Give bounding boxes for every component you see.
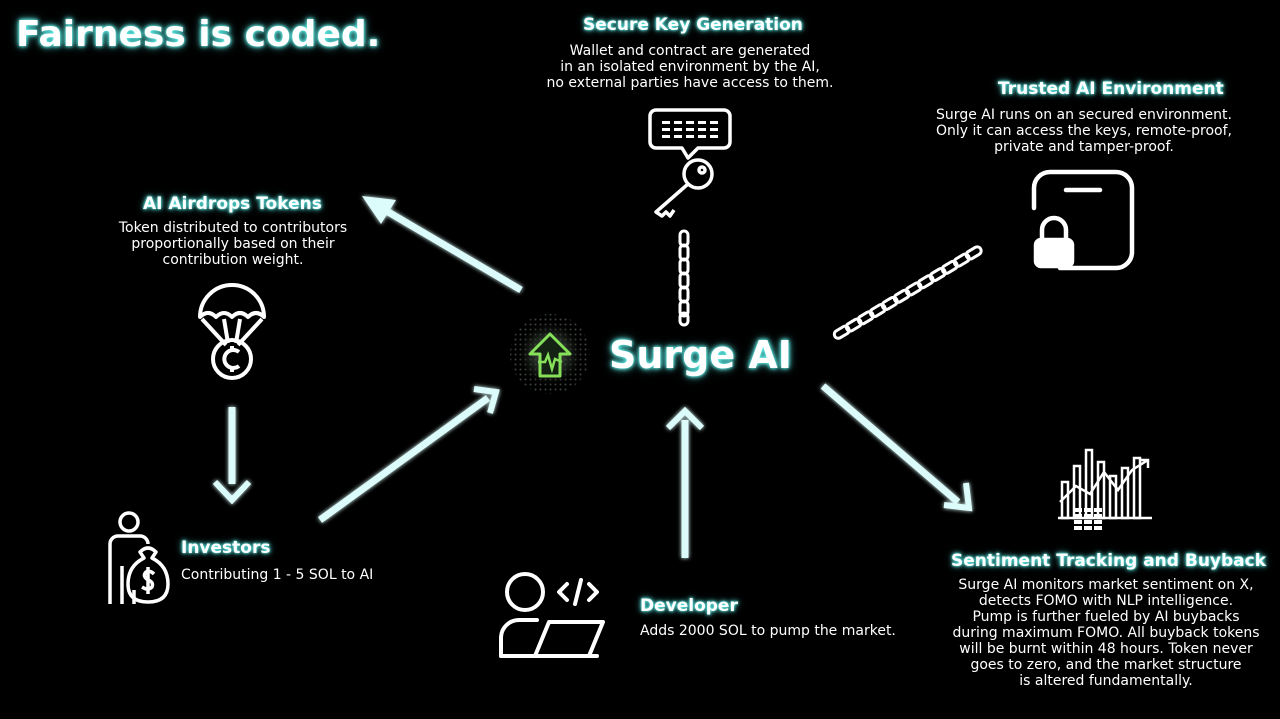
- desc-line: Surge AI monitors market sentiment on X,: [958, 577, 1254, 593]
- chain-icon: [678, 229, 690, 327]
- desc-line: during maximum FOMO. All buyback tokens: [952, 625, 1260, 641]
- surge-logo-icon: [510, 314, 590, 394]
- airdrops-heading: AI Airdrops Tokens: [143, 194, 322, 214]
- developer-laptop-icon: [499, 572, 605, 658]
- page-title: Fairness is coded.: [16, 14, 381, 55]
- trusted-env-description: Surge AI runs on an secured environment.…: [924, 107, 1244, 155]
- desc-line: Only it can access the keys, remote-proo…: [936, 123, 1232, 139]
- desc-line: will be burnt within 48 hours. Token nev…: [959, 641, 1253, 657]
- desc-line: detects FOMO with NLP intelligence.: [978, 593, 1234, 609]
- arrow-down-to-investors: [212, 407, 252, 505]
- developer-description: Adds 2000 SOL to pump the market.: [640, 623, 896, 639]
- desc-line: no external parties have access to them.: [546, 75, 834, 91]
- arrow-investors-to-center: [317, 386, 500, 523]
- secure-key-heading: Secure Key Generation: [583, 15, 803, 35]
- arrow-to-airdrops: [362, 196, 523, 294]
- lock-icon: [1031, 169, 1135, 271]
- desc-line: proportionally based on their: [131, 236, 335, 252]
- desc-line: in an isolated environment by the AI,: [560, 59, 820, 75]
- desc-line: Surge AI runs on an secured environment.: [936, 107, 1232, 123]
- desc-line: Pump is further fueled by AI buybacks: [972, 609, 1240, 625]
- investors-heading: Investors: [181, 538, 271, 558]
- desc-line: is altered fundamentally.: [1019, 673, 1193, 689]
- diagonal-chain-icon: [832, 245, 983, 340]
- desc-line: contribution weight.: [162, 252, 304, 268]
- desc-line: Wallet and contract are generated: [569, 43, 811, 59]
- center-label: Surge AI: [609, 333, 792, 377]
- sentiment-description: Surge AI monitors market sentiment on X,…: [936, 577, 1276, 689]
- arrow-developer-to-center: [665, 406, 705, 558]
- bar-chart-icon: [1058, 448, 1152, 530]
- desc-line: Token distributed to contributors: [118, 220, 348, 236]
- airdrops-description: Token distributed to contributors propor…: [103, 220, 363, 268]
- sentiment-heading: Sentiment Tracking and Buyback: [951, 551, 1267, 571]
- trusted-env-heading: Trusted AI Environment: [998, 79, 1224, 99]
- secure-key-description: Wallet and contract are generated in an …: [540, 43, 840, 91]
- investors-description: Contributing 1 - 5 SOL to AI: [181, 567, 374, 583]
- arrow-to-sentiment: [820, 383, 973, 512]
- key-chat-icon: [648, 108, 732, 218]
- investor-moneybag-icon: [108, 511, 170, 604]
- developer-heading: Developer: [640, 596, 738, 616]
- desc-line: private and tamper-proof.: [994, 139, 1174, 155]
- desc-line: goes to zero, and the market structure: [970, 657, 1242, 673]
- parachute-coin-icon: [198, 283, 266, 380]
